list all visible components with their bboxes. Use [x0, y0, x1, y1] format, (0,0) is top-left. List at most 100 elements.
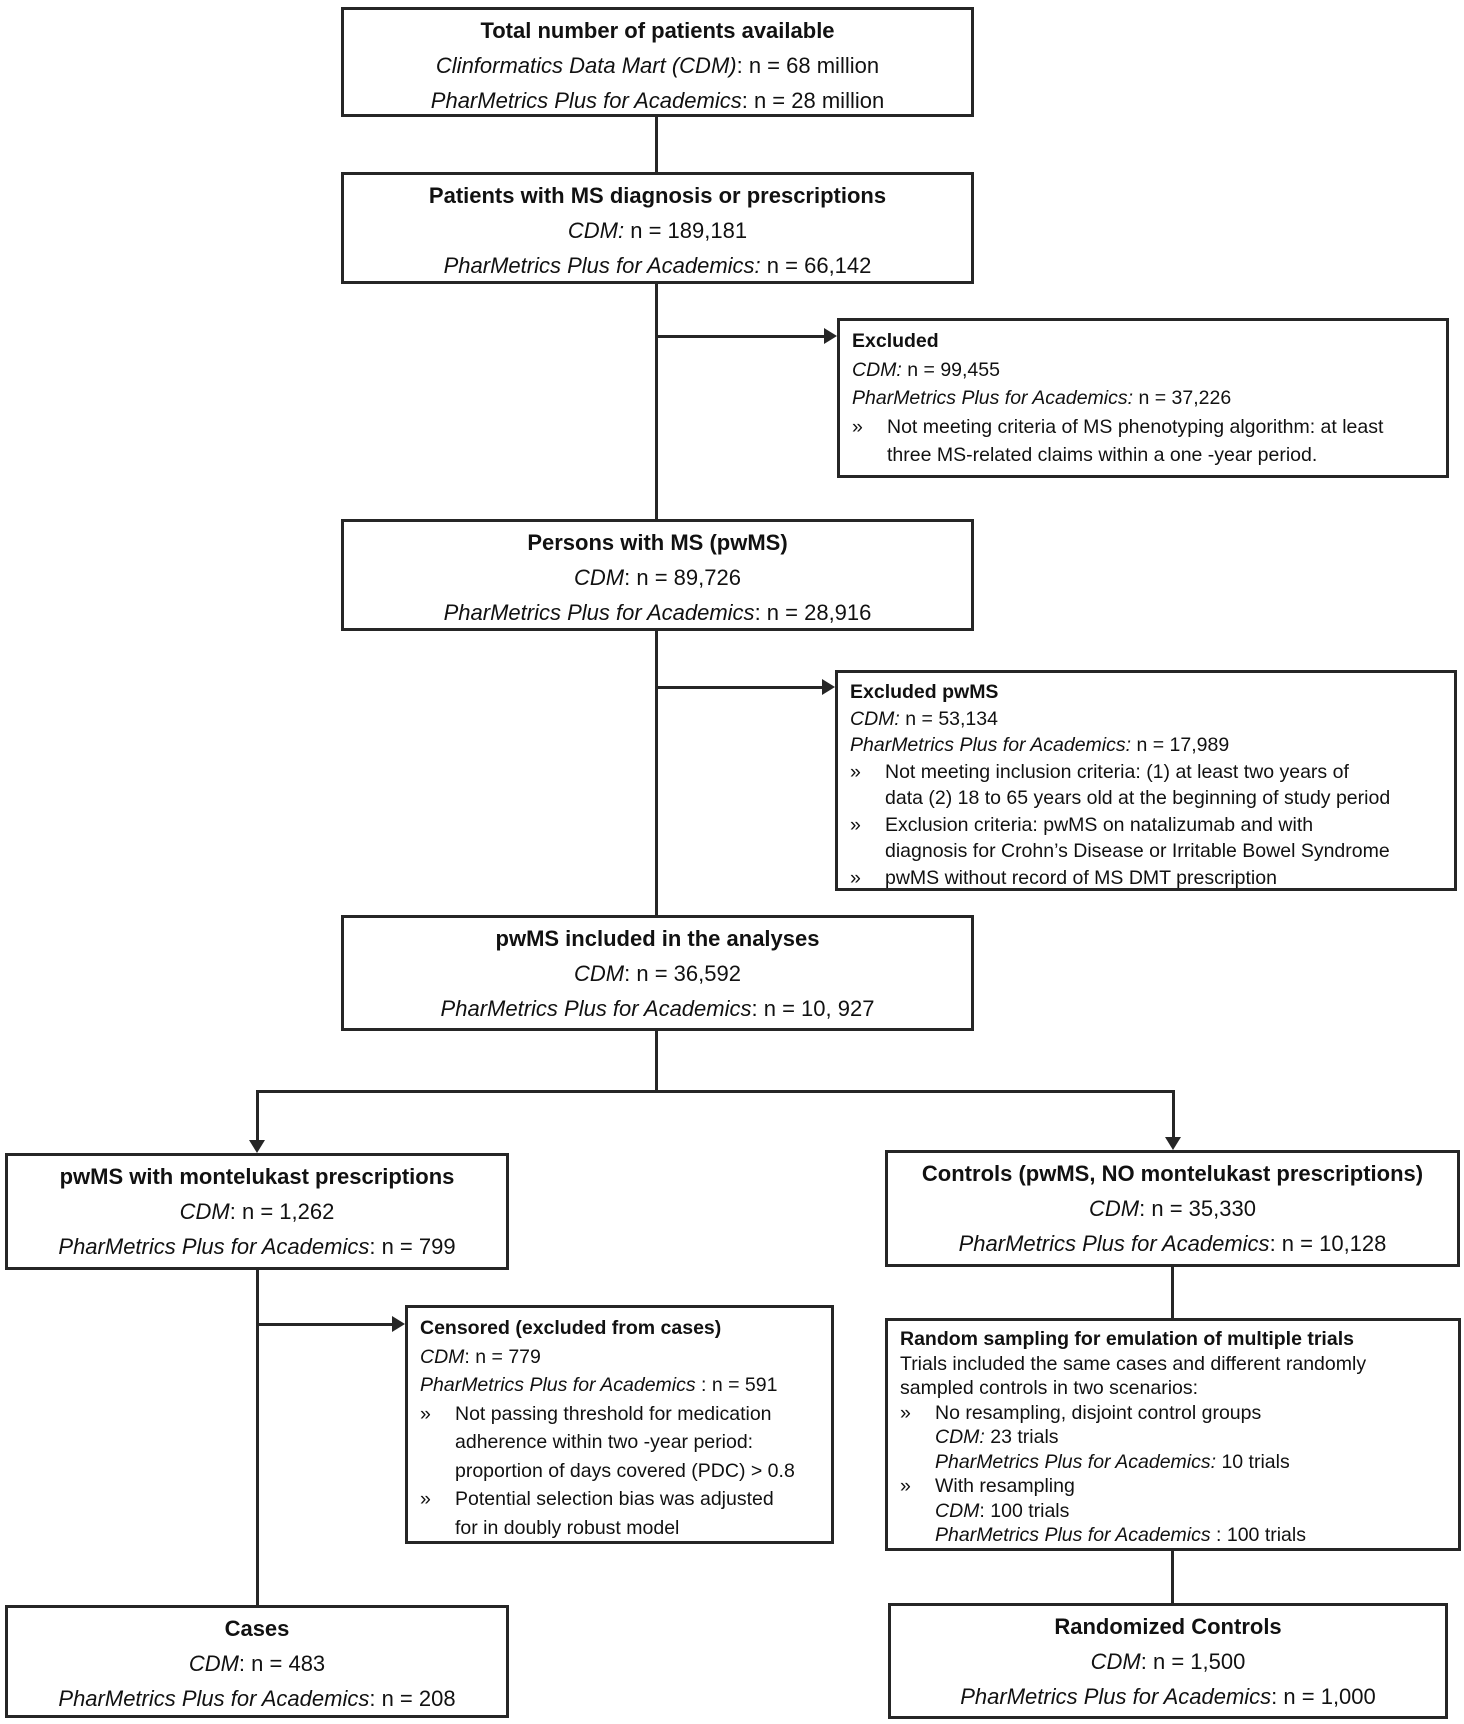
- bullet-line: Not passing threshold for medication: [455, 1400, 817, 1429]
- bullet-line: adherence within two -year period:: [455, 1428, 817, 1457]
- bullet-text: Not meeting inclusion criteria: (1) at l…: [885, 759, 1440, 812]
- dataset-name-italic: PharMetrics Plus for Academics:: [852, 387, 1134, 409]
- value-text: : n = 28,916: [754, 600, 872, 625]
- value-text: data (2) 18 to 65 years old at the begin…: [885, 787, 1391, 809]
- flow-box-controls: Controls (pwMS, NO montelukast prescript…: [885, 1150, 1460, 1267]
- bullet-item: »Not meeting inclusion criteria: (1) at …: [850, 759, 1440, 812]
- value-text: : n = 799: [369, 1234, 456, 1259]
- dataset-name-italic: CDM: [574, 565, 625, 590]
- bullet-text: pwMS without record of MS DMT prescripti…: [885, 865, 1440, 892]
- box-title: pwMS with montelukast prescriptions: [59, 1164, 455, 1189]
- bullet-line: Exclusion criteria: pwMS on natalizumab …: [885, 812, 1440, 839]
- value-text: : n = 10,128: [1269, 1231, 1387, 1256]
- dataset-name-italic: CDM: [574, 961, 625, 986]
- flow-box-ms-diagnosis: Patients with MS diagnosis or prescripti…: [341, 172, 974, 284]
- box-title: Cases: [224, 1616, 290, 1641]
- bullet-line: pwMS without record of MS DMT prescripti…: [885, 865, 1440, 892]
- box-line: PharMetrics Plus for Academics : n = 591: [420, 1371, 817, 1400]
- connector-included-down: [655, 1029, 658, 1093]
- connector-split-bar: [256, 1090, 1175, 1093]
- box-line: PharMetrics Plus for Academics: n = 28,9…: [354, 595, 961, 630]
- box-title: Random sampling for emulation of multipl…: [900, 1328, 1354, 1350]
- value-text: : n = 1,000: [1271, 1684, 1376, 1709]
- box-title: Controls (pwMS, NO montelukast prescript…: [921, 1161, 1424, 1186]
- dataset-name-italic: CDM: [1089, 1196, 1140, 1221]
- bullet-line: proportion of days covered (PDC) > 0.8: [455, 1457, 817, 1486]
- value-text: Not meeting inclusion criteria: (1) at l…: [885, 760, 1349, 783]
- dataset-name-italic: CDM: [935, 1499, 980, 1522]
- connector-split-left: [256, 1090, 259, 1142]
- bullet-text: Not meeting criteria of MS phenotyping a…: [887, 413, 1432, 470]
- bullet-marker-icon: »: [852, 415, 863, 438]
- bullet-line: data (2) 18 to 65 years old at the begin…: [885, 785, 1440, 812]
- connector-pwms-to-included: [655, 629, 658, 918]
- value-text: pwMS without record of MS DMT prescripti…: [885, 866, 1277, 889]
- box-line: CDM: n = 189,181: [354, 213, 961, 248]
- box-title: Persons with MS (pwMS): [527, 530, 788, 555]
- value-text: Exclusion criteria: pwMS on natalizumab …: [885, 813, 1314, 836]
- bullet-marker-icon: »: [420, 1488, 431, 1510]
- bullet-line: Not meeting inclusion criteria: (1) at l…: [885, 759, 1440, 786]
- dataset-name-italic: PharMetrics Plus for Academics:: [443, 253, 761, 278]
- box-line: PharMetrics Plus for Academics: n = 66,1…: [354, 248, 961, 283]
- connector-total-to-diagnosis: [655, 117, 658, 175]
- value-text: Not meeting criteria of MS phenotyping a…: [887, 415, 1384, 438]
- value-text: 23 trials: [984, 1426, 1059, 1448]
- dataset-name-italic: PharMetrics Plus for Academics: [443, 600, 755, 625]
- value-text: : n = 68 million: [736, 53, 880, 78]
- dataset-name-italic: PharMetrics Plus for Academics: [420, 1374, 696, 1396]
- box-line: CDM: n = 36,592: [354, 956, 961, 991]
- value-text: n = 189,181: [624, 218, 748, 243]
- connector-diagnosis-to-pwms: [655, 282, 658, 522]
- bullet-line: CDM: 23 trials: [935, 1425, 1444, 1450]
- dataset-name-italic: PharMetrics Plus for Academics:: [935, 1450, 1217, 1473]
- value-text: n = 66,142: [760, 253, 872, 278]
- dataset-name-italic: CDM: [1090, 1649, 1141, 1674]
- value-text: n = 53,134: [899, 707, 998, 730]
- box-line: PharMetrics Plus for Academics: n = 799: [18, 1229, 496, 1264]
- value-text: Not passing threshold for medication: [455, 1402, 772, 1425]
- box-line: PharMetrics Plus for Academics: n = 28 m…: [354, 83, 961, 118]
- bullet-marker-icon: »: [900, 1475, 911, 1497]
- box-line: PharMetrics Plus for Academics: n = 10, …: [354, 991, 961, 1026]
- value-text: adherence within two -year period:: [455, 1431, 754, 1453]
- box-line: CDM: n = 53,134: [850, 706, 1440, 733]
- dataset-name-italic: PharMetrics Plus for Academics: [58, 1234, 370, 1259]
- bullet-item: »pwMS without record of MS DMT prescript…: [850, 865, 1440, 892]
- dataset-name-italic: CDM:: [852, 358, 902, 381]
- box-line: Clinformatics Data Mart (CDM): n = 68 mi…: [354, 48, 961, 83]
- dataset-name-italic: CDM:: [935, 1426, 985, 1448]
- value-text: : n = 1,262: [229, 1199, 335, 1224]
- dataset-name-italic: PharMetrics Plus for Academics: [58, 1686, 370, 1711]
- dataset-name-italic: CDM:: [850, 707, 900, 730]
- dataset-name-italic: PharMetrics Plus for Academics: [430, 88, 742, 113]
- connector-branch-excluded: [655, 335, 825, 338]
- bullet-item: » Not meeting criteria of MS phenotyping …: [852, 413, 1432, 470]
- box-line: PharMetrics Plus for Academics: n = 1,00…: [901, 1679, 1435, 1714]
- connector-split-right: [1172, 1090, 1175, 1139]
- dataset-name-italic: PharMetrics Plus for Academics: [960, 1684, 1272, 1709]
- box-line: PharMetrics Plus for Academics: n = 208: [18, 1681, 496, 1716]
- dataset-name-italic: CDM: [188, 1651, 239, 1676]
- box-line: Trials included the same cases and diffe…: [900, 1352, 1444, 1377]
- box-title: Patients with MS diagnosis or prescripti…: [428, 183, 887, 208]
- value-text: n = 99,455: [901, 358, 1000, 381]
- value-text: : n = 1,500: [1140, 1649, 1246, 1674]
- box-line: CDM: n = 483: [18, 1646, 496, 1681]
- box-title: pwMS included in the analyses: [495, 926, 820, 951]
- value-text: : n = 28 million: [741, 88, 885, 113]
- bullet-text: Not passing threshold for medication adhe…: [455, 1400, 817, 1486]
